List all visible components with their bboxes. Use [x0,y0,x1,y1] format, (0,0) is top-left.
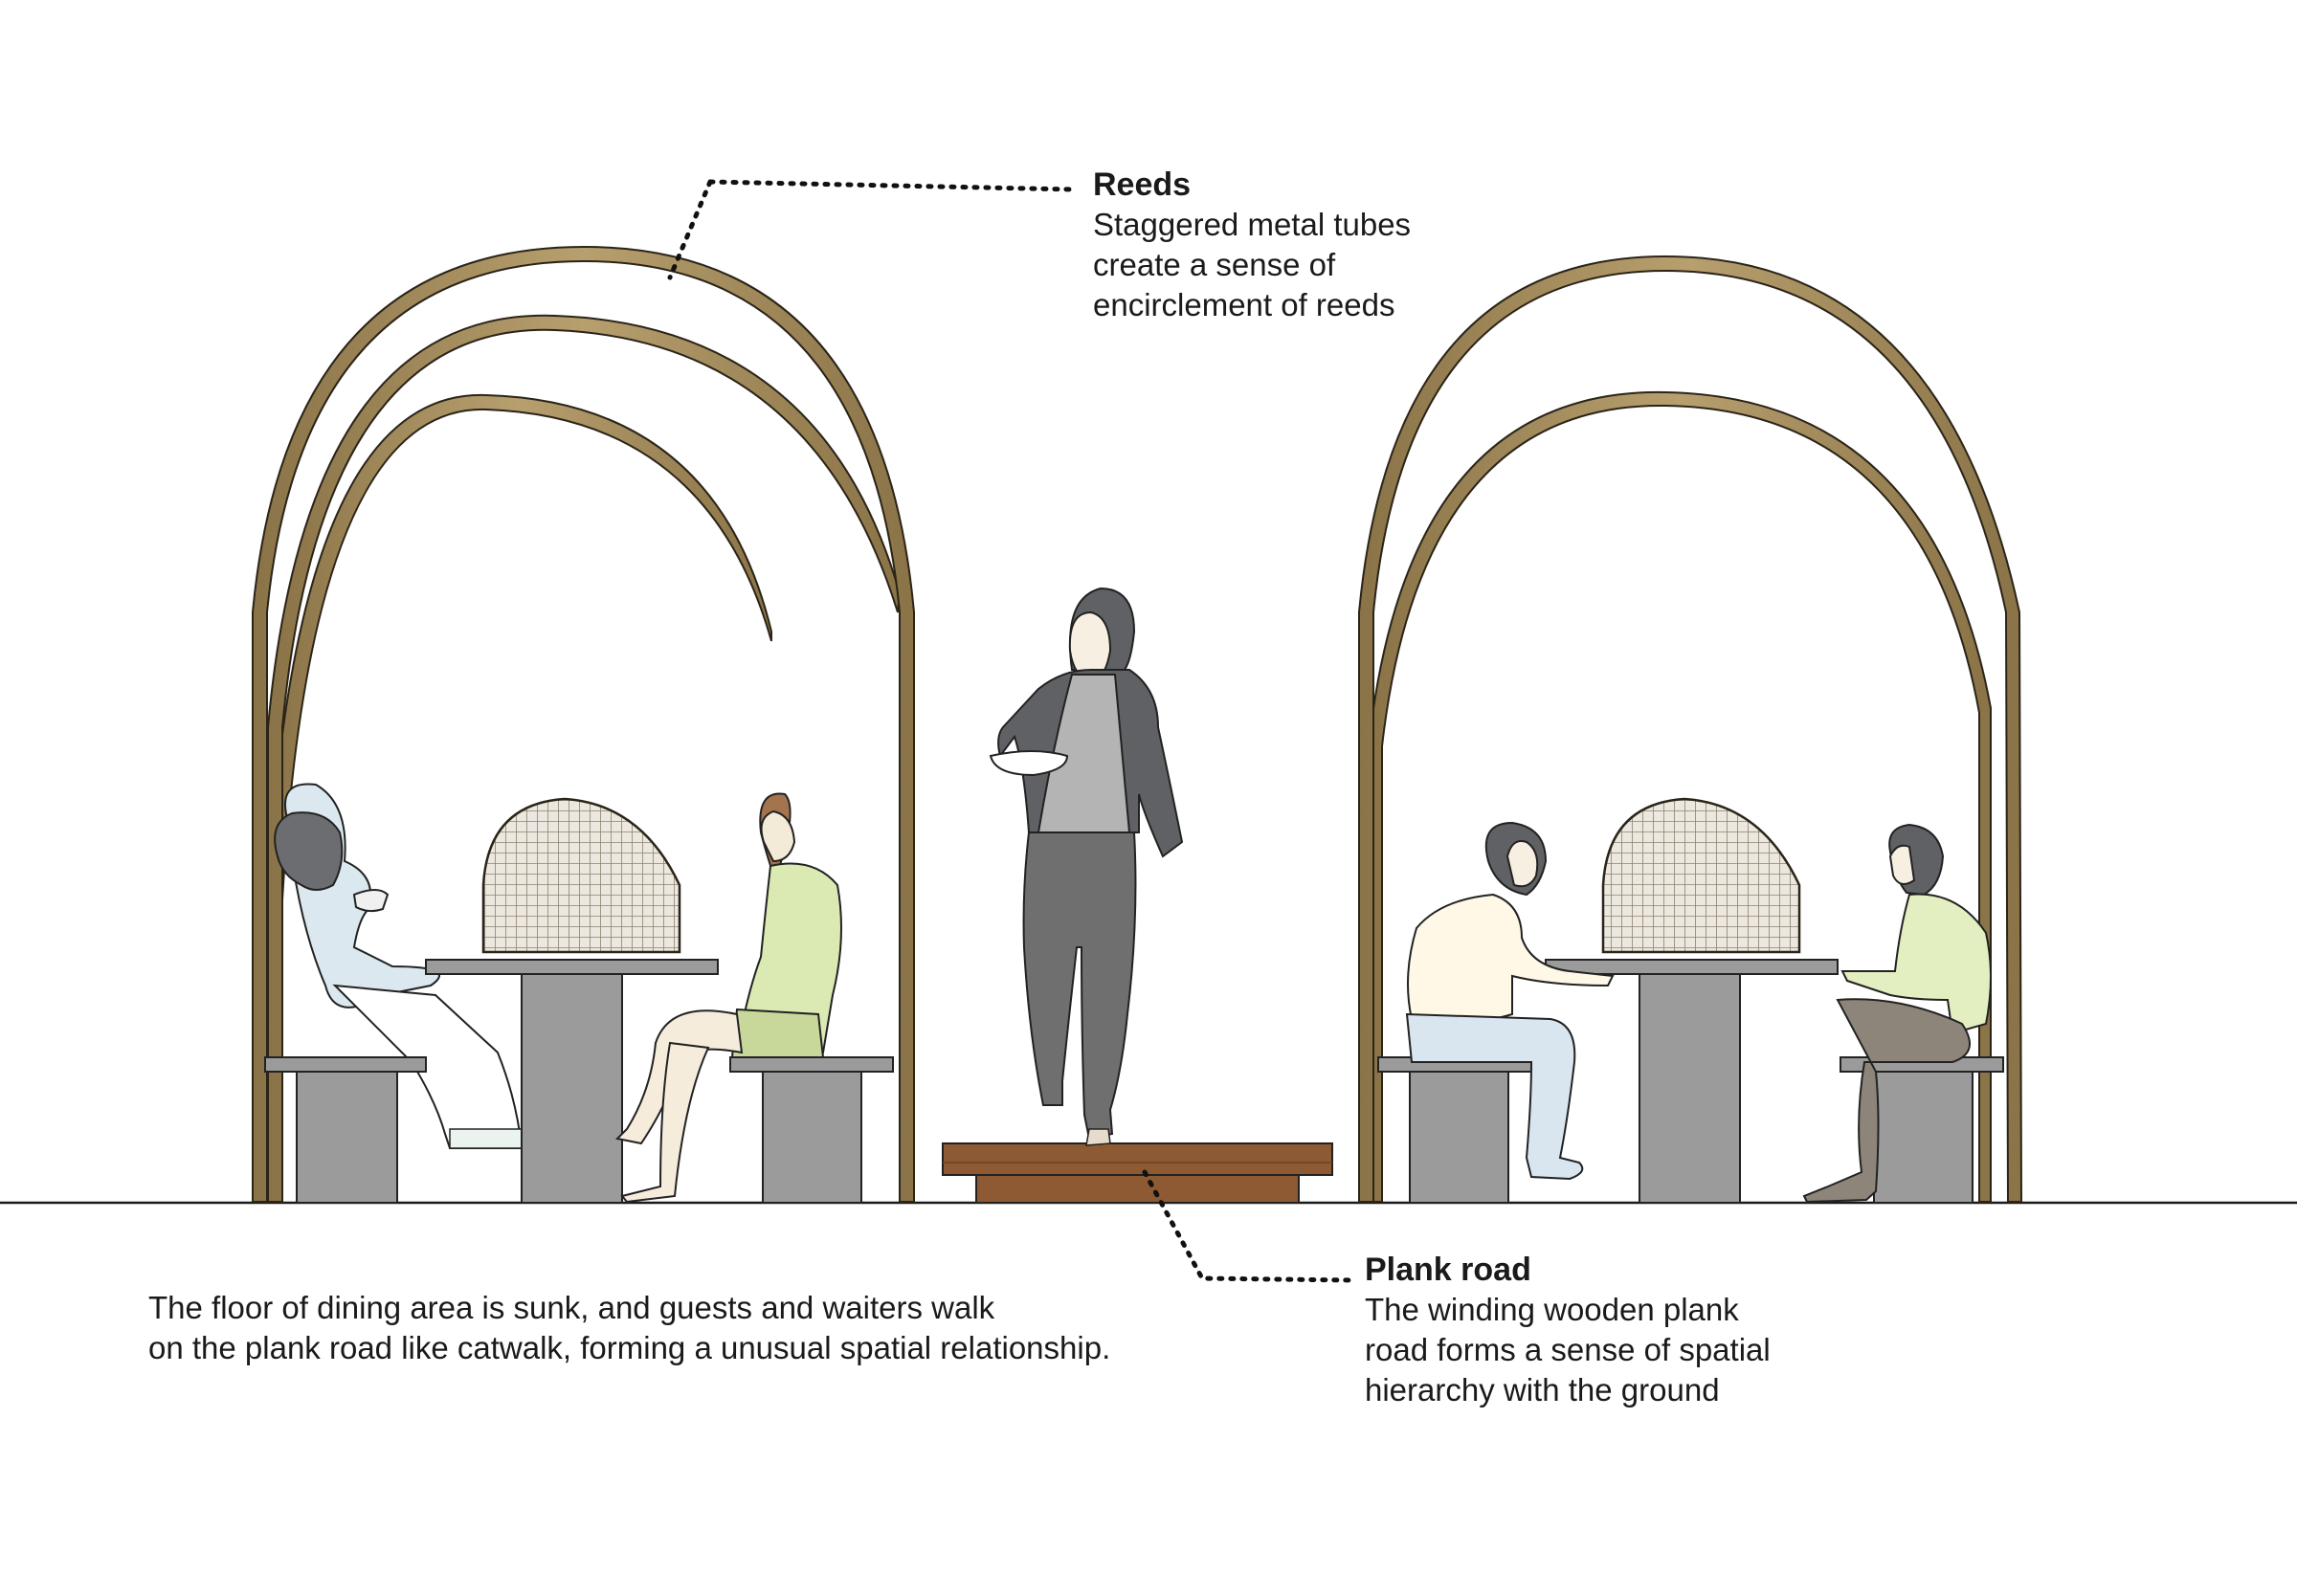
plank-road-annotation: Plank road The winding wooden plank road… [1365,1250,1771,1410]
plank-road-line-1: The winding wooden plank [1365,1292,1739,1327]
floor-note: The floor of dining area is sunk, and gu… [148,1288,1110,1368]
left-diner-woman-green [614,792,842,1204]
plank-road-title: Plank road [1365,1252,1531,1288]
floor-note-line-2: on the plank road like catwalk, forming … [148,1330,1111,1365]
right-table [1545,797,1839,1204]
plank-road [942,1142,1333,1204]
right-mesh-screen [1601,797,1801,954]
left-mesh-screen [481,797,681,954]
left-pavilion [252,245,915,1204]
left-arch-inner [265,393,772,1203]
right-diner-man-b [1802,823,1992,1204]
plank-leader-line [1142,1169,1356,1283]
left-table [425,797,719,1204]
reeds-line-1: Staggered metal tubes [1093,207,1412,242]
right-stool-a [1377,1056,1540,1204]
reeds-line-2: create a sense of [1093,247,1336,282]
right-pavilion [1358,255,2023,1204]
reeds-leader-line [667,179,1077,280]
plank-road-line-3: hierarchy with the ground [1365,1372,1720,1408]
reeds-line-3: encirclement of reeds [1093,287,1395,322]
left-arch-outer [252,245,915,1203]
floor-note-line-1: The floor of dining area is sunk, and gu… [148,1290,995,1325]
right-diner-man-a [1405,821,1615,1181]
left-diner-woman [274,783,525,1149]
right-arch-outer [1358,255,2023,1203]
waiter [989,587,1184,1146]
reeds-annotation: Reeds Staggered metal tubes create a sen… [1093,165,1411,325]
left-stool-a [264,1056,427,1204]
reeds-title: Reeds [1093,166,1192,203]
left-stool-b [729,1056,894,1204]
right-arch-inner [1368,390,1992,1203]
plank-road-line-2: road forms a sense of spatial [1365,1332,1771,1367]
